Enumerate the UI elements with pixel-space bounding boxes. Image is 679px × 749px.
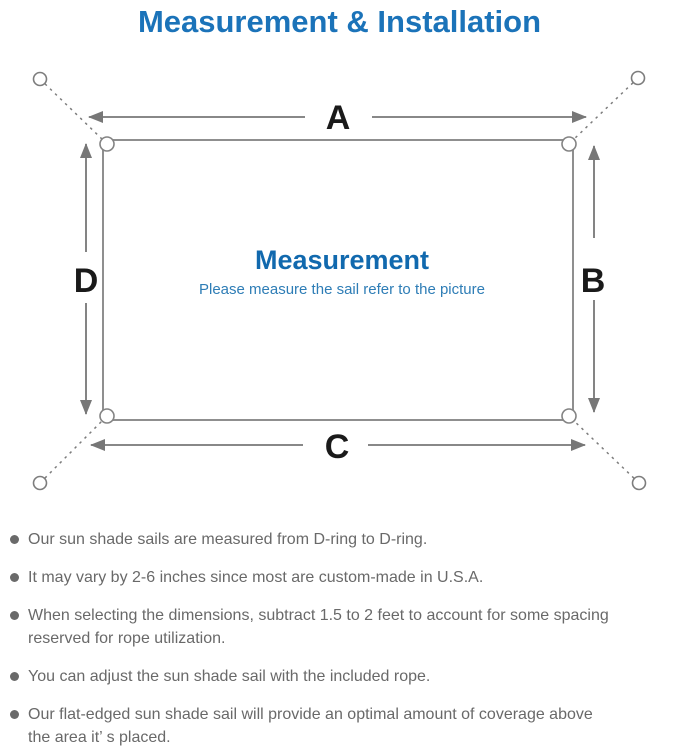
- dimension-label-a: A: [326, 99, 351, 137]
- list-item: When selecting the dimensions, subtract …: [10, 604, 679, 650]
- list-item: Our sun shade sails are measured from D-…: [10, 528, 679, 551]
- diagram-center-subtitle: Please measure the sail refer to the pic…: [199, 281, 485, 298]
- bullet-dot-icon: [10, 535, 19, 544]
- d-ring-icon: [99, 408, 115, 424]
- bullet-dot-icon: [10, 672, 19, 681]
- bullet-line: Our sun shade sails are measured from D-…: [28, 531, 428, 548]
- bullet-text: When selecting the dimensions, subtract …: [28, 604, 609, 650]
- anchor-line-top-right: [571, 77, 639, 142]
- anchor-line-bottom-right: [571, 418, 640, 484]
- dimension-label-b: B: [581, 262, 606, 300]
- bullet-text: Our sun shade sails are measured from D-…: [28, 528, 427, 551]
- d-ring-icon: [99, 136, 115, 152]
- sail-outline: [102, 139, 574, 421]
- list-item: Our flat-edged sun shade sail will provi…: [10, 703, 679, 749]
- d-ring-icon: [561, 408, 577, 424]
- dimension-label-c: C: [325, 428, 350, 466]
- anchor-ring-icon: [32, 71, 48, 87]
- bullet-line: Our flat-edged sun shade sail will provi…: [28, 706, 593, 723]
- bullet-line: It may vary by 2-6 inches since most are…: [28, 569, 484, 586]
- measurement-diagram: A B C D Measurement Please measure the s…: [32, 70, 647, 491]
- bullet-line: When selecting the dimensions, subtract …: [28, 607, 609, 624]
- bullet-line: the area it’ s placed.: [28, 729, 171, 746]
- bullet-line: reserved for rope utilization.: [28, 630, 226, 647]
- list-item: It may vary by 2-6 inches since most are…: [10, 566, 679, 589]
- bullet-text: Our flat-edged sun shade sail will provi…: [28, 703, 593, 749]
- dimension-label-d: D: [74, 262, 99, 300]
- bullet-dot-icon: [10, 710, 19, 719]
- d-ring-icon: [561, 136, 577, 152]
- bullet-line: You can adjust the sun shade sail with t…: [28, 668, 431, 685]
- anchor-line-bottom-left: [39, 418, 105, 484]
- anchor-ring-icon: [631, 475, 647, 491]
- bullet-list: Our sun shade sails are measured from D-…: [0, 528, 679, 749]
- bullet-text: It may vary by 2-6 inches since most are…: [28, 566, 483, 589]
- bullet-dot-icon: [10, 611, 19, 620]
- anchor-ring-icon: [630, 70, 646, 86]
- list-item: You can adjust the sun shade sail with t…: [10, 665, 679, 688]
- diagram-center-title: Measurement: [255, 245, 429, 275]
- bullet-text: You can adjust the sun shade sail with t…: [28, 665, 430, 688]
- bullet-dot-icon: [10, 573, 19, 582]
- infographic: Measurement & Installation: [0, 3, 679, 749]
- anchor-line-top-left: [39, 78, 105, 142]
- page-title: Measurement & Installation: [137, 4, 542, 39]
- anchor-ring-icon: [32, 475, 48, 491]
